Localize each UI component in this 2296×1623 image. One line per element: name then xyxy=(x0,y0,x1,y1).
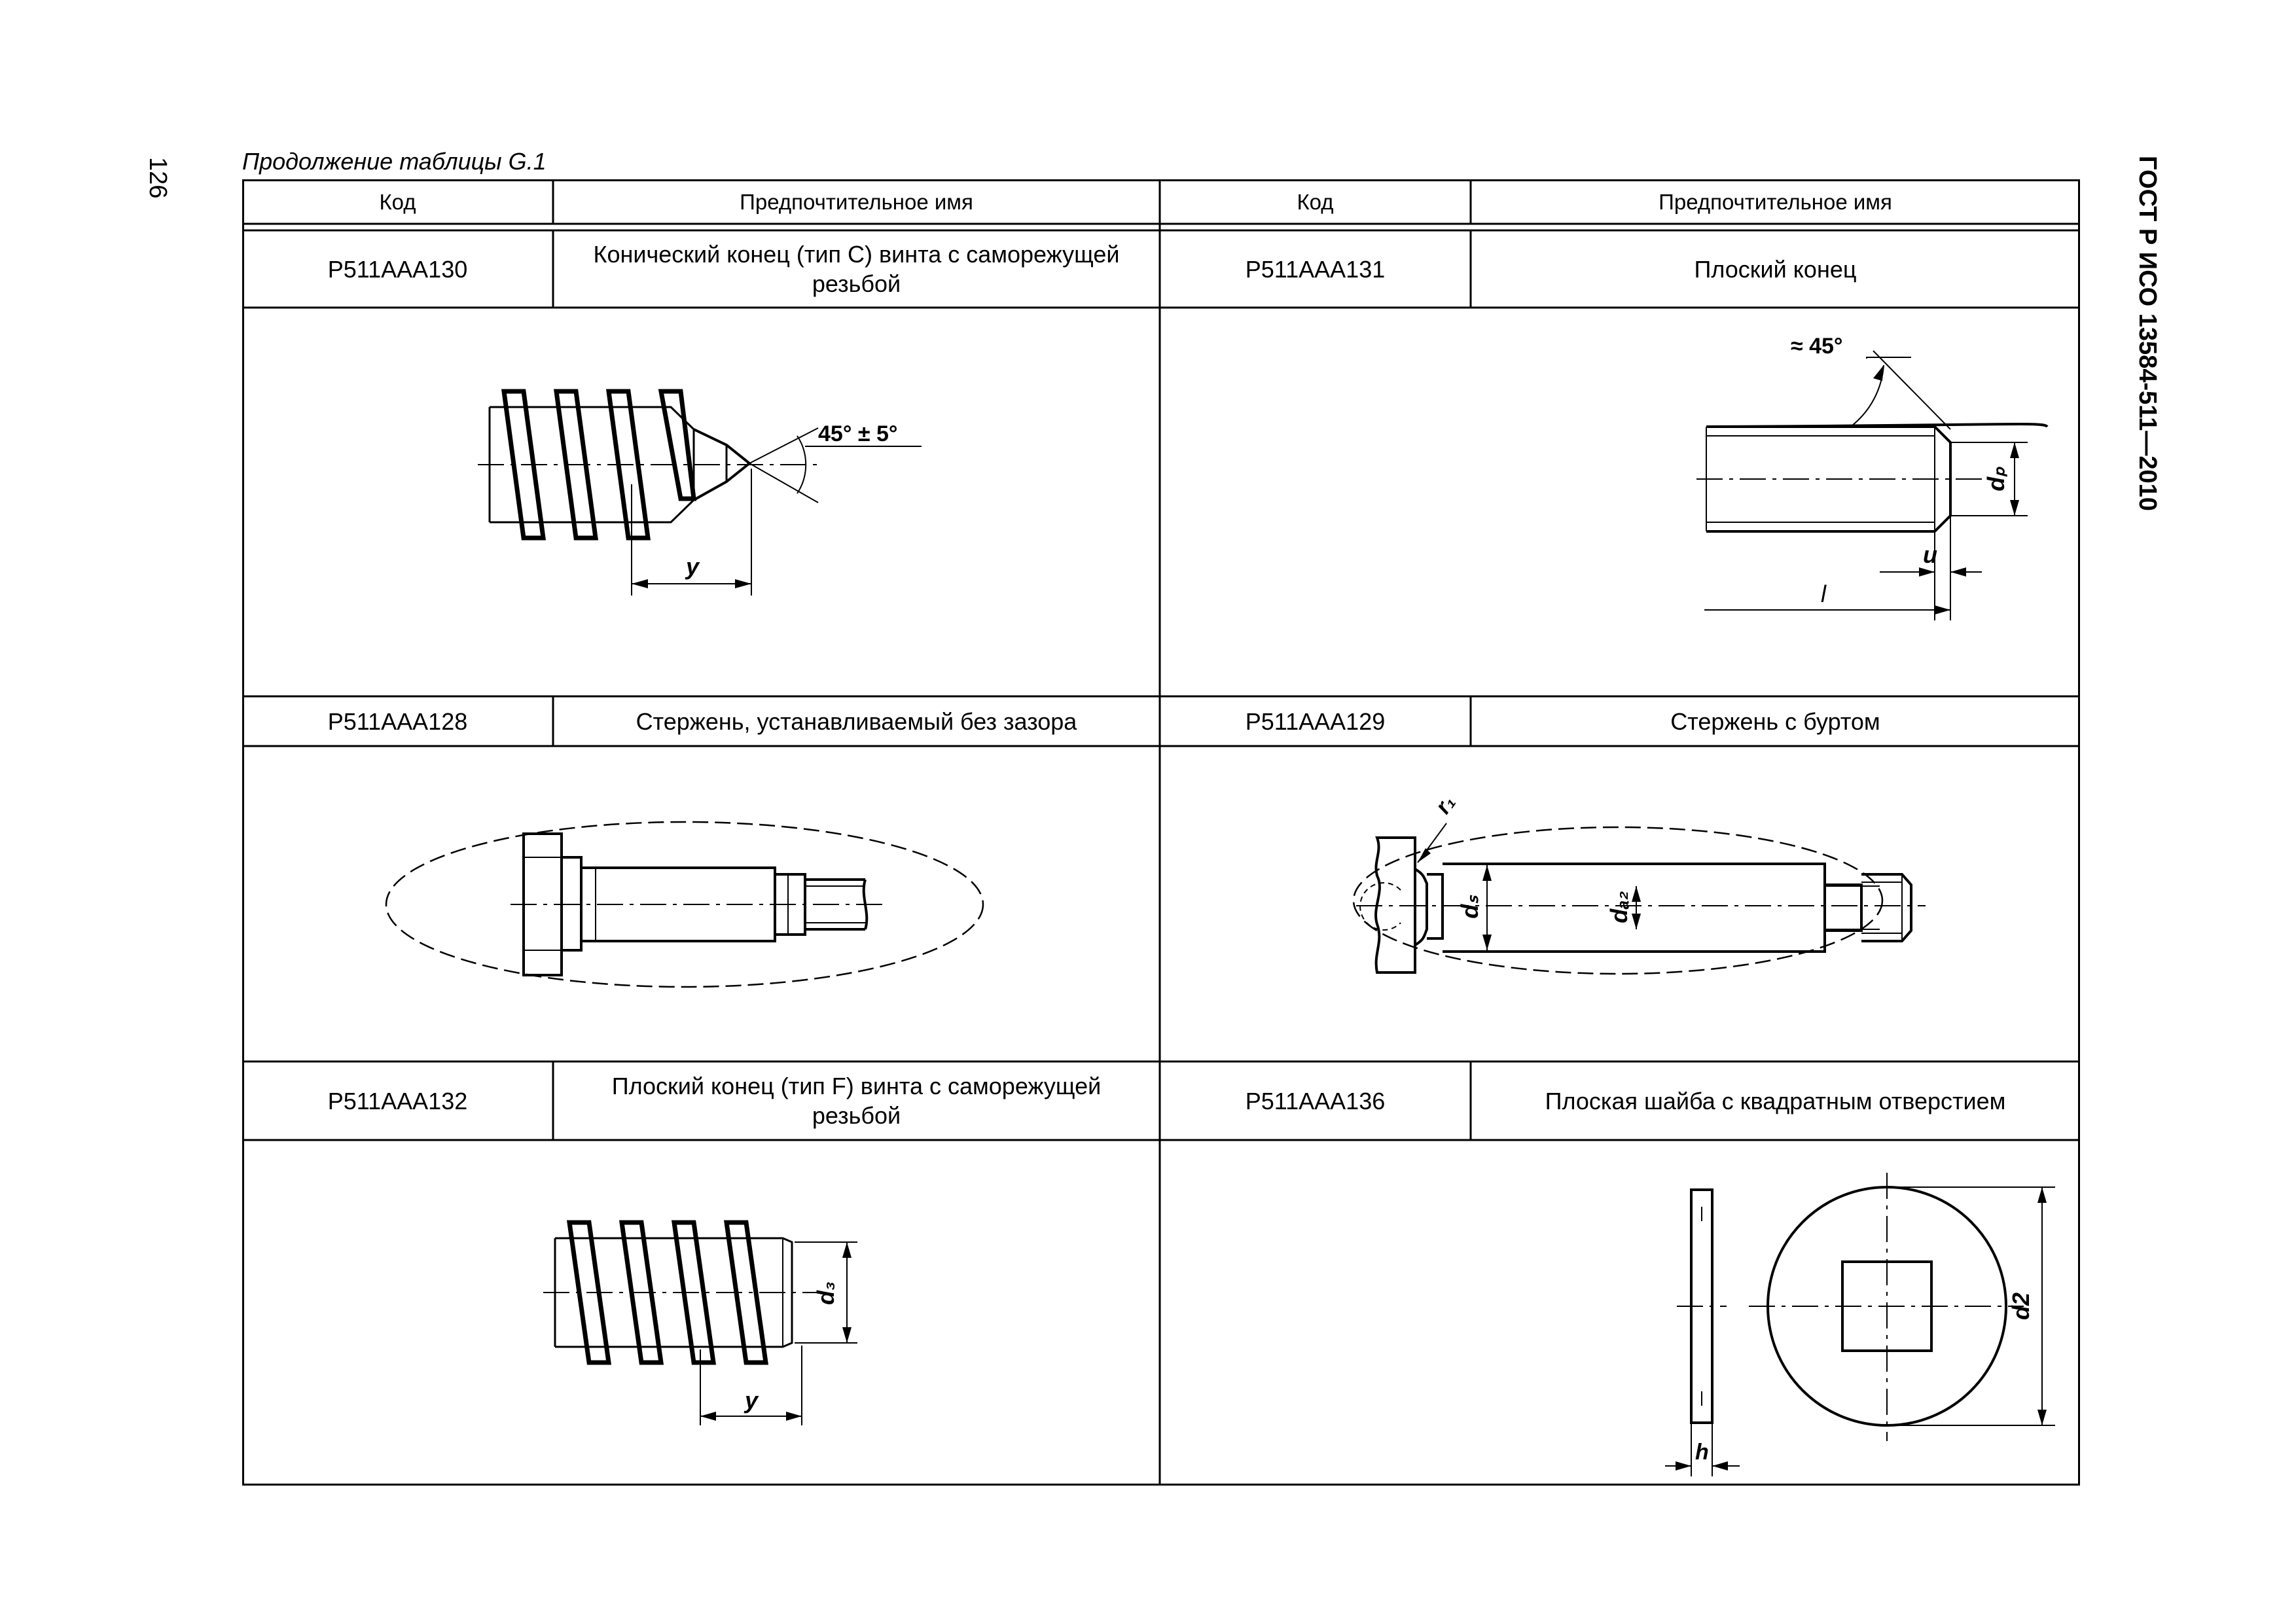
header-code-2: Код xyxy=(1297,189,1334,214)
drawing-collar-shank: r₁ dₛ dₐ₂ xyxy=(1352,791,1926,975)
arrow-up xyxy=(2010,442,2019,458)
table-frame xyxy=(242,179,2080,1486)
arrow-right xyxy=(1935,605,1950,615)
dimension-l-label: l xyxy=(1821,580,1827,607)
approx-angle-label: ≈ 45° xyxy=(1791,334,1843,359)
arrow-right xyxy=(735,579,751,588)
arrow-down xyxy=(842,1327,852,1343)
arrow-left xyxy=(1712,1461,1728,1471)
dimension-da2-label: dₐ₂ xyxy=(1605,891,1632,923)
drawing-square-hole-washer: d2 h xyxy=(1665,1173,2055,1476)
drawing-flat-end-tapping: d₃ y xyxy=(543,1220,857,1425)
dimension-y-label: y xyxy=(685,553,700,580)
arrow-down xyxy=(2037,1410,2047,1425)
dimension-h-label: h xyxy=(1695,1440,1709,1465)
definitions-table: Код Предпочтительное имя Код Предпочтите… xyxy=(242,179,2080,1486)
name-cell: Стержень, устанавливаемый без зазора xyxy=(636,707,1077,735)
drawing-flat-end: ≈ 45° dₚ u l xyxy=(1696,334,2049,620)
arrow-left xyxy=(700,1412,716,1421)
arrow-right xyxy=(786,1412,802,1421)
arrow-down xyxy=(1632,914,1641,929)
arrow-left xyxy=(632,579,648,588)
code-cell: P511AAA129 xyxy=(1245,707,1386,735)
code-cell: P511AAA132 xyxy=(327,1087,468,1115)
code-cell: P511AAA128 xyxy=(327,707,468,735)
name-cell: Конический конец (тип С) винта с самореж… xyxy=(593,241,1120,297)
dimension-y-label: y xyxy=(744,1387,759,1414)
name-cell: Плоский конец (тип F) винта с саморежуще… xyxy=(611,1073,1102,1129)
radius-r1-label: r₁ xyxy=(1430,791,1460,818)
document-title: ГОСТ Р ИСО 13584-511—2010 xyxy=(2134,156,2161,511)
header-name-2: Предпочтительное имя xyxy=(1659,189,1892,214)
table-caption: Продолжение таблицы G.1 xyxy=(242,148,547,175)
arrow-left xyxy=(1950,567,1966,577)
arrow-radius xyxy=(1418,848,1431,863)
drawing-conical-end: 45° ± 5° y xyxy=(478,389,922,596)
arrow-right xyxy=(1919,567,1935,577)
arrow-up xyxy=(1482,865,1492,881)
name-cell: Стержень с буртом xyxy=(1670,707,1880,735)
detail-ellipse xyxy=(385,821,984,988)
dimension-d2-label: d2 xyxy=(2007,1293,2034,1320)
dimension-u-label: u xyxy=(1923,541,1937,568)
header-code-1: Код xyxy=(379,189,416,214)
arrow-down xyxy=(1482,935,1492,950)
arrow-right xyxy=(1676,1461,1691,1471)
code-cell: P511AAA130 xyxy=(327,255,468,283)
detail-ellipse xyxy=(1352,826,1884,975)
name-cell: Плоская шайба с квадратным отверстием xyxy=(1545,1087,2006,1115)
arrow-up xyxy=(842,1242,852,1258)
name-cell: Плоский конец xyxy=(1694,255,1857,283)
arrow-up xyxy=(1632,886,1641,902)
drawing-fitted-shank xyxy=(385,821,984,988)
arrow-up xyxy=(2037,1187,2047,1203)
header-name-1: Предпочтительное имя xyxy=(740,189,973,214)
code-cell: P511AAA136 xyxy=(1245,1087,1386,1115)
dimension-d3-label: d₃ xyxy=(812,1281,839,1305)
angle-label: 45° ± 5° xyxy=(818,421,897,446)
arrow-down xyxy=(2010,500,2019,516)
page-number: 126 xyxy=(144,157,171,199)
arrow-angle xyxy=(1873,365,1884,381)
dimension-dp-label: dₚ xyxy=(1982,467,2009,491)
code-cell: P511AAA131 xyxy=(1245,255,1386,283)
dimension-ds-label: dₛ xyxy=(1456,895,1483,919)
